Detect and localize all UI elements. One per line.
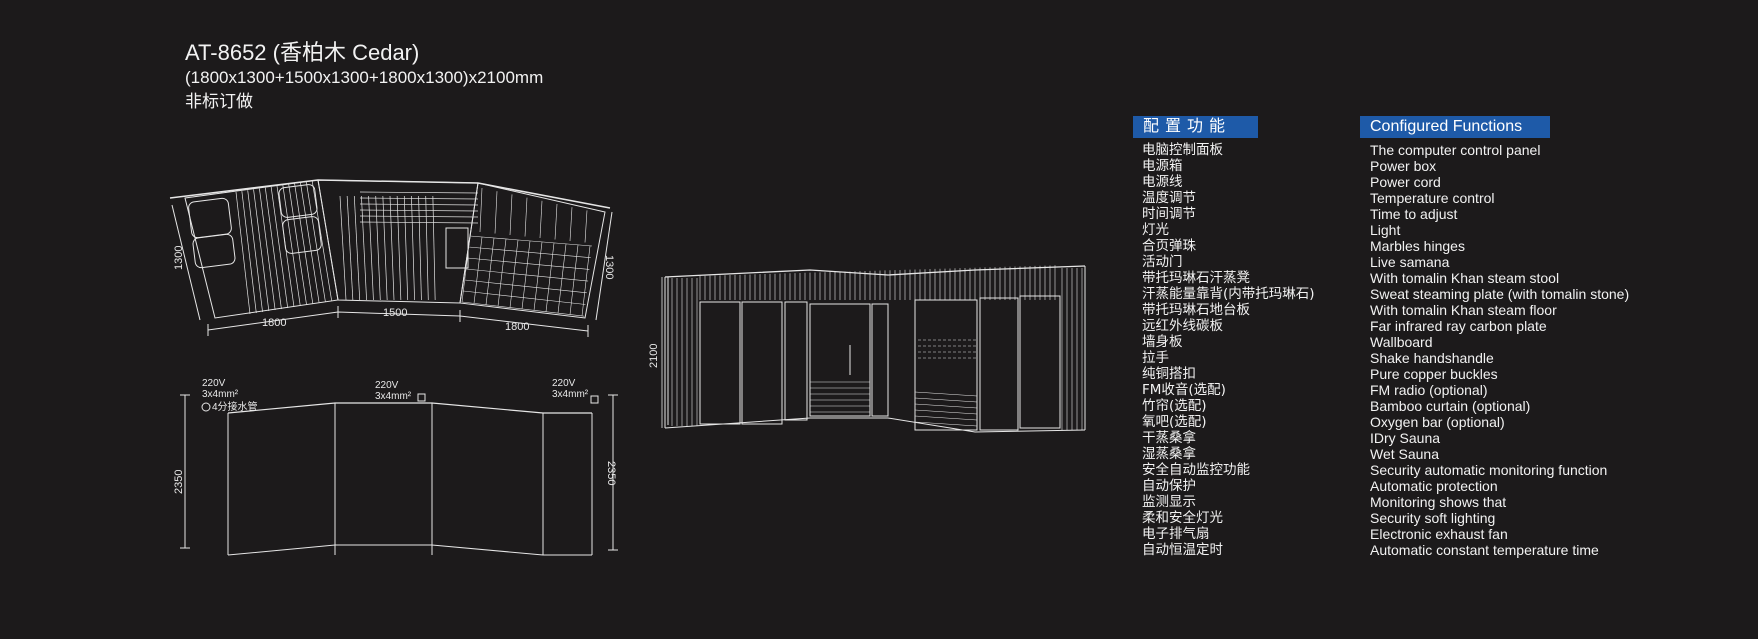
- function-item-en: Live samana: [1370, 254, 1450, 270]
- water-pipe-label: 4分接水管: [212, 400, 258, 413]
- model-title: AT-8652 (香柏木 Cedar): [185, 40, 420, 65]
- function-item-en: Automatic constant temperature time: [1370, 542, 1599, 558]
- plan-dim-1: 1800: [262, 317, 286, 329]
- function-item-en: Security soft lighting: [1370, 510, 1496, 526]
- function-item-en: FM radio (optional): [1370, 382, 1488, 398]
- function-item-en: With tomalin Khan steam floor: [1370, 302, 1557, 318]
- function-item-en: Wallboard: [1370, 334, 1433, 350]
- title-block: AT-8652 (香柏木 Cedar) (1800x1300+1500x1300…: [185, 40, 543, 114]
- function-item-cn: 时间调节: [1142, 206, 1196, 222]
- function-item-en: Power cord: [1370, 174, 1441, 190]
- function-item-cn: 远红外线碳板: [1142, 318, 1223, 334]
- function-item-cn: 汗蒸能量靠背(内带托玛琳石): [1142, 286, 1315, 302]
- function-item-en: Far infrared ray carbon plate: [1370, 318, 1547, 334]
- dimensions-text: (1800x1300+1500x1300+1800x1300)x2100mm: [185, 68, 544, 87]
- function-item-en: Sweat steaming plate (with tomalin stone…: [1370, 286, 1630, 302]
- power-cable-1: 3x4mm²: [202, 389, 239, 400]
- function-item-cn: 电脑控制面板: [1142, 142, 1223, 158]
- function-item-en: Temperature control: [1370, 190, 1495, 206]
- elevation-view: [180, 393, 618, 556]
- plan-dim-right: 1300: [603, 255, 615, 279]
- elev-height-left: 2350: [173, 470, 185, 494]
- function-item-cn: 安全自动监控功能: [1142, 462, 1250, 478]
- function-item-cn: 纯铜搭扣: [1142, 366, 1196, 382]
- function-item-en: Power box: [1370, 158, 1437, 174]
- functions-header-cn: 配置功能: [1133, 116, 1258, 138]
- power-voltage-1: 220V: [202, 378, 226, 389]
- function-item-cn: 电子排气扇: [1142, 526, 1210, 542]
- function-item-en: Time to adjust: [1370, 206, 1458, 222]
- plan-view: [169, 179, 613, 337]
- function-item-cn: 电源箱: [1142, 158, 1183, 174]
- function-item-en: Pure copper buckles: [1370, 366, 1498, 382]
- function-item-en: Bamboo curtain (optional): [1370, 398, 1531, 414]
- function-item-en: The computer control panel: [1370, 142, 1541, 158]
- elev-height-right: 2350: [605, 461, 617, 485]
- function-item-en: With tomalin Khan steam stool: [1370, 270, 1560, 286]
- function-item-en: Electronic exhaust fan: [1370, 526, 1508, 542]
- function-item-en: Light: [1370, 222, 1401, 238]
- function-item-en: IDry Sauna: [1370, 430, 1441, 446]
- function-item-cn: 墙身板: [1142, 334, 1183, 350]
- power-voltage-2: 220V: [375, 380, 399, 391]
- custom-note: 非标订做: [185, 92, 253, 111]
- power-cable-3: 3x4mm²: [552, 389, 589, 400]
- power-voltage-3: 220V: [552, 378, 576, 389]
- function-item-cn: 柔和安全灯光: [1142, 510, 1223, 526]
- plan-dim-3: 1800: [505, 321, 529, 333]
- perspective-height: 2100: [648, 344, 660, 368]
- plan-dim-left: 1300: [173, 246, 185, 270]
- functions-header-en: Configured Functions: [1360, 116, 1550, 138]
- function-item-cn: 带托玛琳石地台板: [1142, 302, 1250, 318]
- function-item-en: Shake handshandle: [1370, 350, 1494, 366]
- function-item-cn: 灯光: [1142, 222, 1169, 238]
- function-item-cn: 温度调节: [1142, 190, 1196, 206]
- function-item-cn: 氧吧(选配): [1142, 414, 1207, 430]
- function-item-cn: 自动保护: [1142, 478, 1196, 494]
- function-item-cn: 干蒸桑拿: [1142, 430, 1196, 446]
- function-item-en: Marbles hinges: [1370, 238, 1465, 254]
- function-item-cn: 拉手: [1142, 350, 1169, 366]
- function-item-cn: 电源线: [1142, 174, 1183, 190]
- power-cable-2: 3x4mm²: [375, 391, 412, 402]
- function-item-en: Security automatic monitoring function: [1370, 462, 1608, 478]
- function-item-cn: 竹帘(选配): [1142, 398, 1207, 414]
- functions-list-cn: 电脑控制面板电源箱电源线温度调节时间调节灯光合页弹珠活动门带托玛琳石汗蒸凳汗蒸能…: [1142, 142, 1315, 558]
- function-item-en: Monitoring shows that: [1370, 494, 1507, 510]
- function-item-en: Wet Sauna: [1370, 446, 1440, 462]
- perspective-view: [661, 265, 1086, 433]
- function-item-cn: 自动恒温定时: [1142, 542, 1223, 558]
- function-item-cn: 带托玛琳石汗蒸凳: [1142, 270, 1250, 286]
- function-item-cn: 活动门: [1142, 254, 1183, 270]
- function-item-cn: 监测显示: [1142, 494, 1196, 510]
- function-item-cn: FM收音(选配): [1142, 382, 1226, 398]
- function-item-cn: 湿蒸桑拿: [1142, 446, 1196, 462]
- plan-dim-2: 1500: [383, 307, 407, 319]
- function-item-cn: 合页弹珠: [1142, 238, 1196, 254]
- function-item-en: Automatic protection: [1370, 478, 1498, 494]
- function-item-en: Oxygen bar (optional): [1370, 414, 1505, 430]
